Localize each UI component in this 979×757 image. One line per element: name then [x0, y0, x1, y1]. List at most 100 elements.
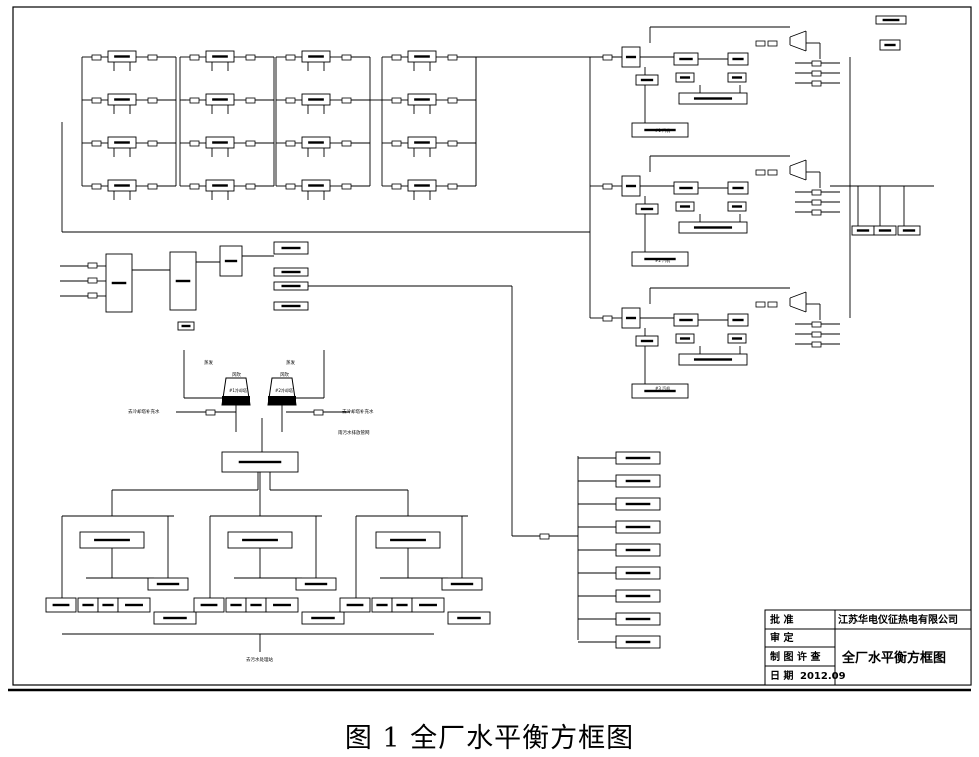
flow-meter [341, 140, 352, 147]
box-label-mark [902, 229, 916, 232]
box-label-mark [693, 226, 733, 229]
flow-meter [811, 60, 822, 67]
box-label-mark [94, 538, 130, 542]
box-label-mark [125, 603, 143, 607]
box-label-mark [644, 257, 676, 261]
box-label-mark [878, 229, 892, 232]
box-label-mark [625, 571, 651, 575]
box-label-mark [625, 548, 651, 552]
box-label-mark [175, 279, 191, 283]
flow-meter [285, 183, 296, 190]
box-label-mark [732, 57, 744, 61]
flow-meter [755, 301, 766, 308]
date-label: 日 期 [770, 669, 793, 682]
pipe-line [789, 291, 807, 299]
box-label-mark [731, 337, 743, 340]
box-label-mark [212, 184, 228, 187]
flow-meter [189, 54, 200, 61]
figure-caption: 图 1 全厂水平衡方框图 [344, 723, 635, 754]
unit2-label: #2 汽机 [655, 257, 670, 263]
flow-meter [245, 140, 256, 147]
flow-meter [189, 140, 200, 147]
drawing-frame [12, 6, 972, 686]
connection-lines [60, 26, 934, 652]
box-label-mark [731, 205, 743, 208]
box-label-mark [102, 603, 114, 607]
box-label-mark [308, 184, 324, 187]
flow-meter [341, 97, 352, 104]
evap-label-a: 蒸发 [204, 359, 213, 366]
unit3-label: #3 汽机 [655, 385, 670, 391]
flow-meter [341, 183, 352, 190]
box-label-mark [52, 603, 70, 607]
box-label-mark [250, 603, 262, 607]
box-label-mark [625, 479, 651, 483]
box-label-mark [114, 98, 130, 101]
box-label-mark [114, 141, 130, 144]
box-label-mark [625, 184, 637, 188]
box-label-mark [414, 55, 430, 58]
box-label-mark [644, 128, 676, 132]
box-label-mark [679, 318, 693, 322]
box-label-mark [163, 616, 187, 620]
sewage-label: 雨污水排放管网 [338, 429, 370, 436]
box-label-mark [273, 603, 291, 607]
flow-meter [811, 189, 822, 196]
box-label-mark [625, 594, 651, 598]
flow-meter [811, 199, 822, 206]
flow-meter [341, 54, 352, 61]
box-label-mark [114, 55, 130, 58]
flow-meter [91, 97, 102, 104]
flow-meter [811, 70, 822, 77]
box-label-mark [640, 207, 654, 211]
box-label-mark [625, 456, 651, 460]
box-label-mark [679, 205, 691, 208]
flow-meter [391, 140, 402, 147]
box-label-mark [304, 582, 328, 586]
flow-meter [767, 169, 778, 176]
tower-b-label: #2冷却塔 [275, 387, 293, 393]
flow-meter [811, 321, 822, 328]
box-label-mark [732, 186, 744, 190]
approve-label: 批 准 [770, 613, 793, 626]
box-label-mark [731, 76, 743, 79]
box-label-mark [679, 337, 691, 340]
pipe-line [789, 30, 807, 38]
flow-meter [147, 183, 158, 190]
box-label-mark [732, 318, 744, 322]
flow-meter [602, 315, 613, 322]
box-label-mark [396, 603, 408, 607]
box-label-mark [308, 55, 324, 58]
flow-meter [539, 533, 550, 540]
flow-meter [391, 183, 402, 190]
flow-meter [147, 97, 158, 104]
company-name: 江苏华电仪征热电有限公司 [838, 613, 958, 626]
flow-meter [447, 140, 458, 147]
right-input-label: 去冷却塔补充水 [342, 408, 374, 415]
box-label-mark [450, 582, 474, 586]
box-label-mark [212, 98, 228, 101]
bottom-output-label: 去污水处理站 [246, 656, 273, 663]
flow-meter [245, 183, 256, 190]
box-label-mark [679, 76, 691, 79]
box-label-mark [693, 97, 733, 100]
flow-meter [391, 97, 402, 104]
box-label-mark [242, 538, 278, 542]
box-label-mark [111, 281, 127, 285]
box-label-mark [882, 18, 900, 22]
box-label-mark [640, 339, 654, 343]
box-label-mark [625, 617, 651, 621]
box-label-mark [181, 324, 191, 328]
box-label-mark [414, 141, 430, 144]
box-label-mark [625, 525, 651, 529]
flow-meter [602, 54, 613, 61]
box-label-mark [457, 616, 481, 620]
box-label-mark [693, 358, 733, 361]
wind-label-a: 风吹 [232, 371, 241, 378]
box-label-mark [114, 184, 130, 187]
drawing-label: 制 图 许 查 [770, 650, 821, 663]
box-label-mark [625, 316, 637, 320]
flow-meter [767, 40, 778, 47]
box-label-mark [212, 141, 228, 144]
